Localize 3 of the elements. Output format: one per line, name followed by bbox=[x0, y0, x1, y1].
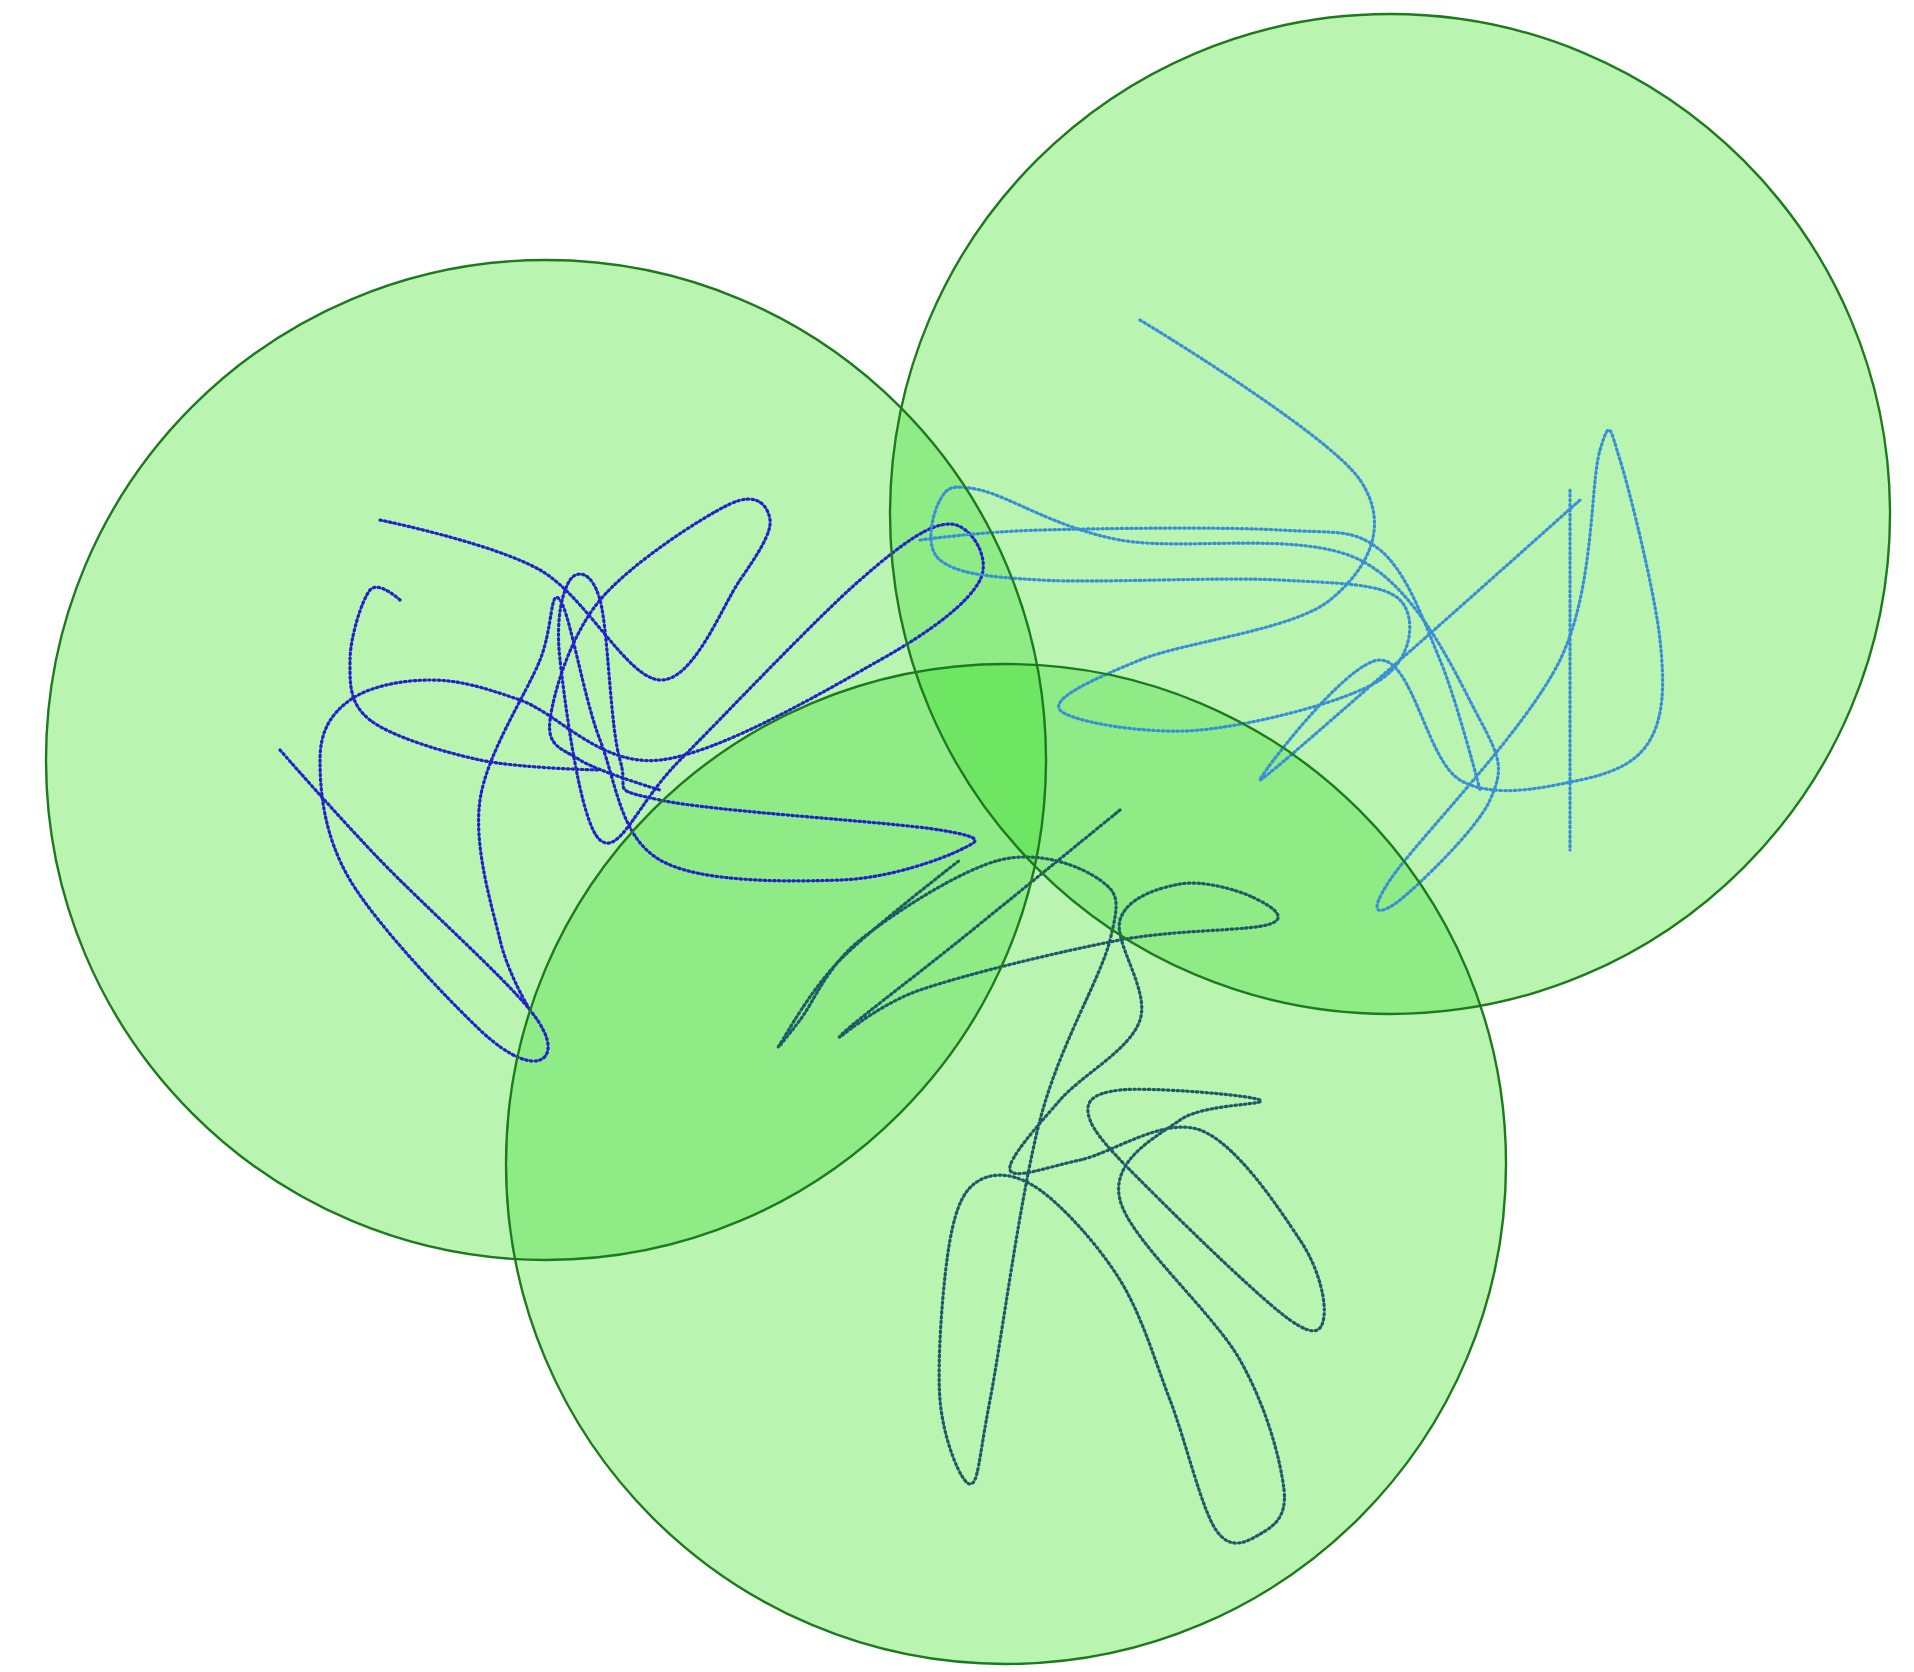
circle bbox=[44, 258, 1048, 1262]
circle bbox=[888, 12, 1892, 1016]
circle bbox=[504, 662, 1508, 1666]
